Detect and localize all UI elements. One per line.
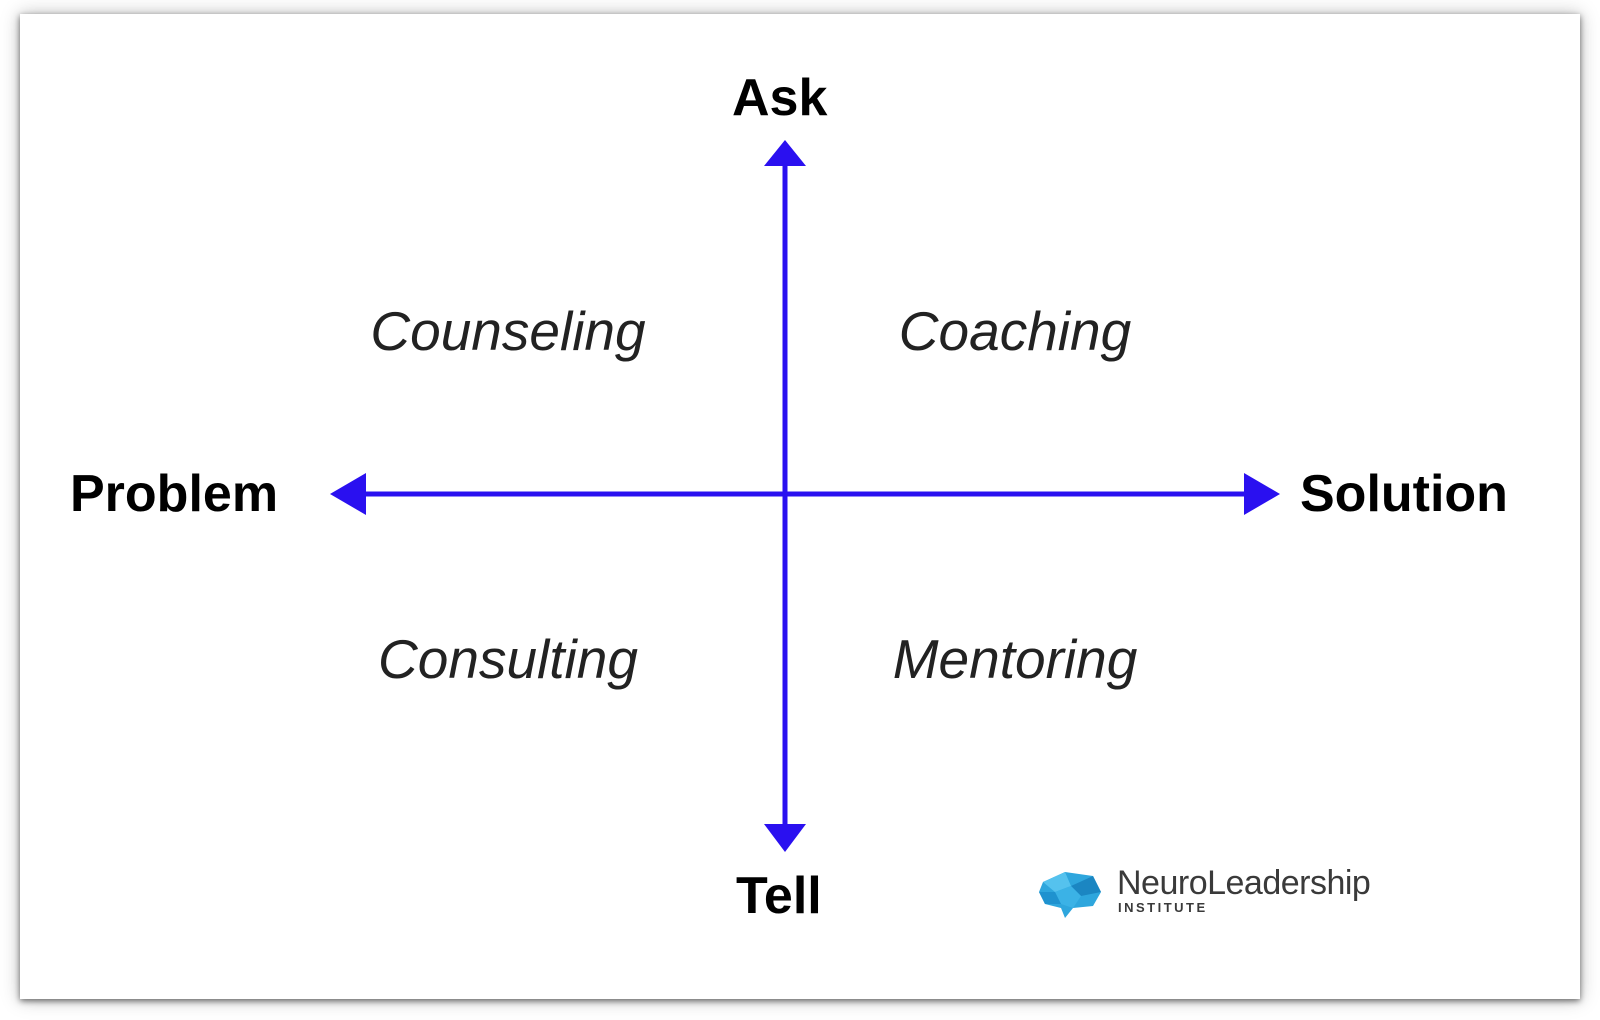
logo-subtitle: INSTITUTE [1118,900,1208,915]
quadrant-consulting: Consulting [378,628,638,690]
tell-arrowhead [764,824,806,852]
solution-arrowhead [1244,473,1280,515]
axis-label-ask: Ask [732,69,828,127]
logo-name: NeuroLeadership [1117,864,1371,902]
quadrant-mentoring: Mentoring [892,628,1138,690]
brain-logo-icon [1039,872,1101,918]
quadrant-counseling: Counseling [370,300,646,362]
axis-label-solution: Solution [1300,465,1508,523]
axis-label-problem: Problem [70,465,279,523]
axis-label-tell: Tell [736,867,822,925]
quadrant-coaching: Coaching [898,300,1132,362]
ask-arrowhead [764,140,806,166]
diagram-card [20,14,1580,999]
problem-arrowhead [330,473,366,515]
